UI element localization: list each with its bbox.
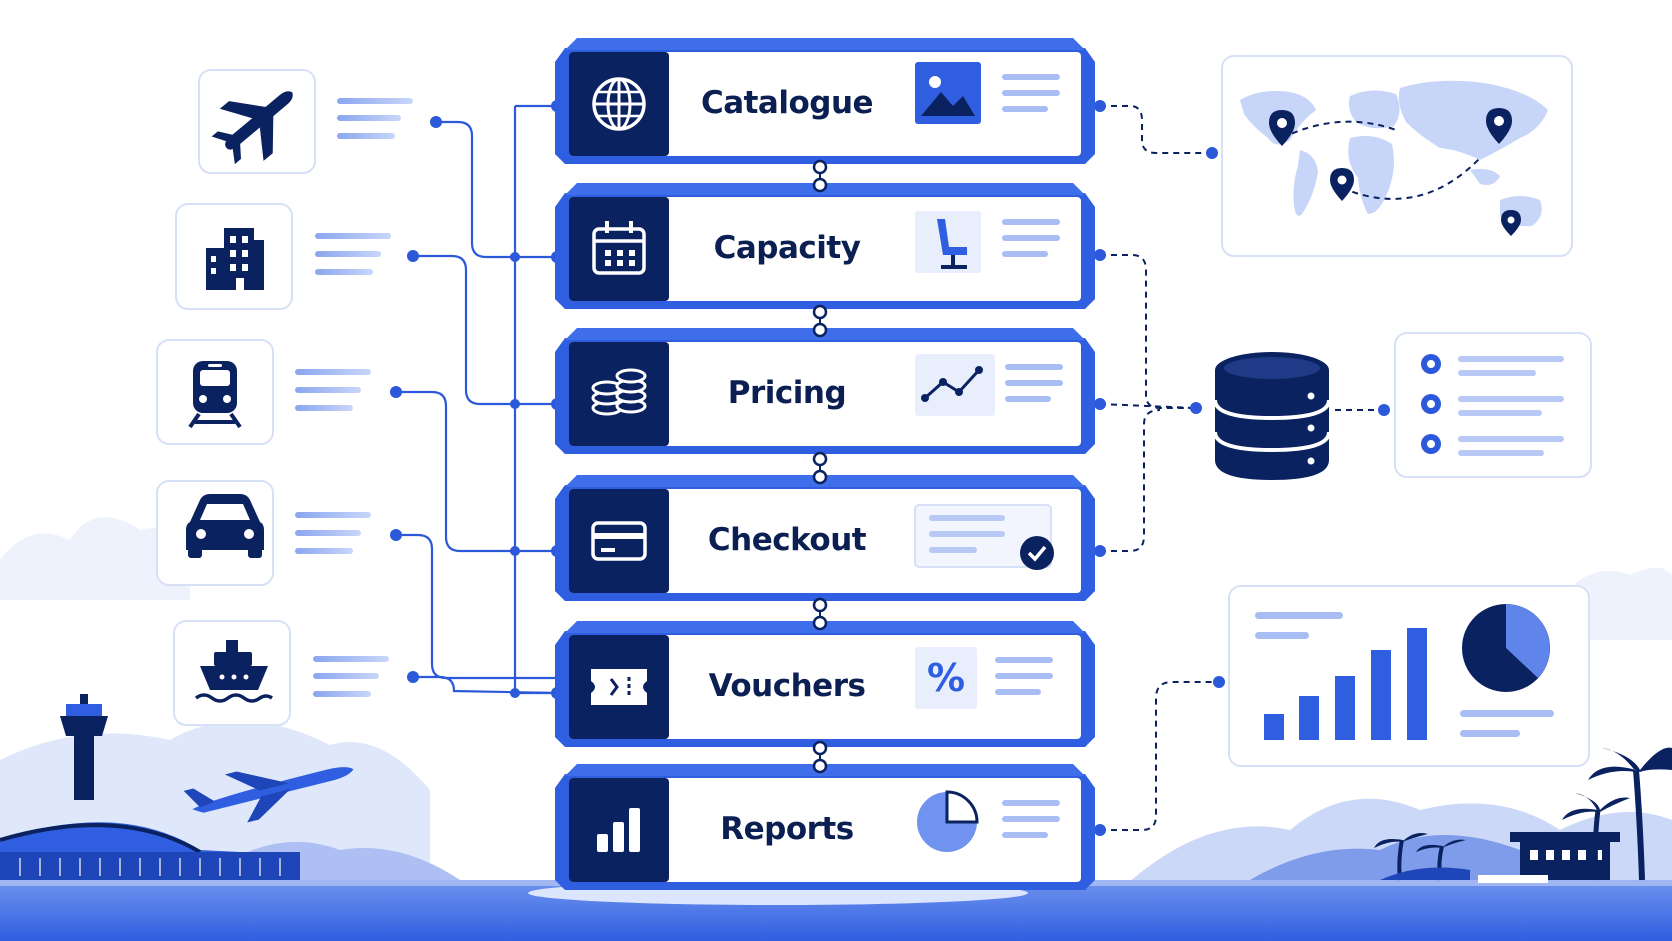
map-pins	[1269, 108, 1521, 236]
source-text-lines	[295, 369, 371, 411]
source-text-lines	[315, 233, 391, 275]
airport-terminal-icon	[0, 822, 300, 880]
credit-card-icon	[591, 521, 647, 561]
source-tile-ship[interactable]	[173, 620, 389, 726]
route-line	[1281, 120, 1481, 200]
map-pin-icon	[1330, 168, 1354, 201]
record-list-panel[interactable]	[1394, 332, 1592, 478]
output-connections	[1099, 105, 1384, 831]
hotel-building-icon	[206, 228, 264, 290]
pie-chart-icon	[1462, 604, 1550, 692]
background-scenery	[0, 517, 1672, 941]
analytics-panel[interactable]	[1228, 585, 1590, 767]
svg-text:%: %	[927, 656, 965, 700]
coins-icon	[591, 368, 647, 416]
source-tile-train[interactable]	[156, 339, 371, 445]
calendar-icon	[592, 221, 646, 275]
module-stack: %	[555, 38, 1095, 890]
map-pin-icon	[1501, 210, 1521, 236]
module-text-lines	[1005, 364, 1063, 402]
trend-line-icon	[915, 354, 995, 416]
ticket-icon	[591, 669, 647, 705]
module-label-catalogue: Catalogue	[700, 85, 874, 121]
car-icon	[186, 494, 264, 558]
list-text-lines	[1458, 356, 1564, 456]
resort-scenery-icon	[1374, 747, 1672, 883]
world-map	[1240, 80, 1548, 227]
module-text-lines	[1002, 74, 1060, 112]
module-catalogue[interactable]	[555, 38, 1095, 164]
source-tile-airplane[interactable]	[198, 66, 413, 176]
module-text-lines	[1002, 800, 1060, 838]
module-label-pricing: Pricing	[727, 375, 847, 411]
module-capacity[interactable]	[555, 183, 1095, 309]
airplane-icon	[211, 91, 293, 165]
world-map-panel[interactable]	[1221, 55, 1573, 257]
order-check-icon	[914, 504, 1054, 570]
globe-icon	[592, 77, 646, 131]
control-tower-icon	[60, 694, 108, 800]
module-checkout[interactable]	[555, 475, 1095, 601]
module-text-lines	[1002, 219, 1060, 257]
source-connections	[396, 104, 573, 695]
output-connection-nodes	[1094, 100, 1390, 836]
module-label-checkout: Checkout	[707, 522, 867, 558]
source-tile-car[interactable]	[156, 480, 371, 586]
image-icon	[915, 62, 981, 124]
source-tile-hotel[interactable]	[175, 203, 391, 310]
source-text-lines	[337, 98, 413, 139]
ship-icon	[194, 640, 273, 703]
percent-icon: %	[915, 647, 977, 709]
module-vouchers[interactable]: %	[555, 621, 1095, 747]
database-icon[interactable]	[1213, 352, 1331, 480]
module-label-capacity: Capacity	[713, 230, 861, 266]
train-icon	[188, 361, 242, 429]
departing-plane-icon	[183, 767, 354, 823]
map-pin-icon	[1486, 108, 1512, 144]
bar-chart-icon	[1264, 628, 1427, 740]
module-label-vouchers: Vouchers	[708, 668, 866, 704]
map-pin-icon	[1269, 110, 1295, 146]
bar-chart-icon	[597, 808, 640, 852]
module-reports[interactable]	[555, 764, 1095, 890]
source-connection-nodes	[390, 100, 563, 699]
source-text-lines	[313, 656, 389, 697]
module-text-lines	[995, 657, 1053, 695]
pie-chart-icon	[917, 790, 979, 852]
seat-icon	[915, 211, 981, 273]
module-label-reports: Reports	[720, 811, 854, 847]
source-text-lines	[295, 512, 371, 554]
